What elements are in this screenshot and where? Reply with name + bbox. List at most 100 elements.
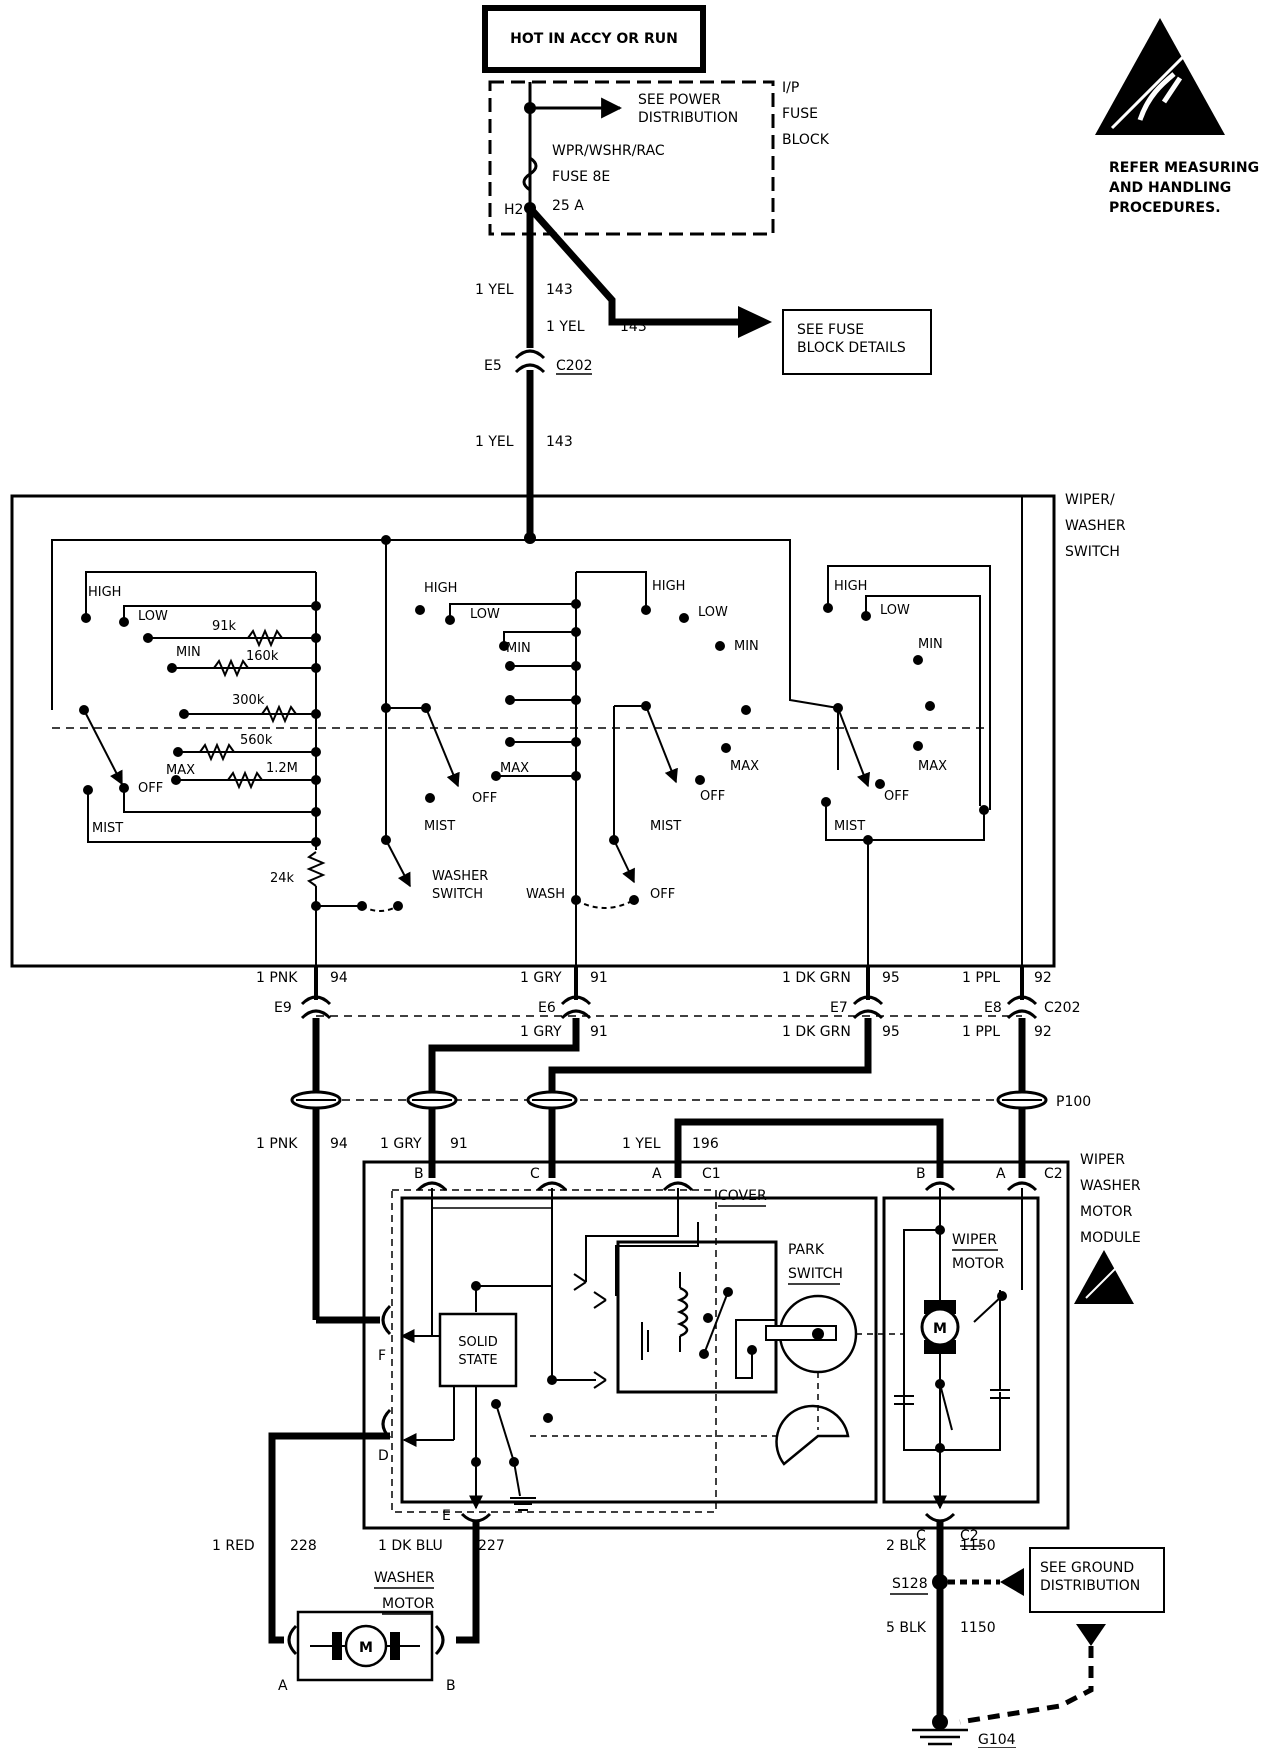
esd-warning: REFER MEASURING AND HANDLING PROCEDURES. [1095,18,1259,216]
feed-w1-color: 1 YEL [475,282,514,298]
see-fuse-line1: SEE FUSE [797,322,864,338]
wiper-motor-symbol: M [933,1321,947,1337]
feed-circuit: SEE FUSE BLOCK DETAILS 1 YEL 143 1 YEL 1… [475,205,932,538]
s2-min-label: MIN [506,641,531,656]
ground-w1-color: 2 BLK [886,1538,927,1554]
wire-92-color: 1 PPL [962,970,1000,986]
c202-pin-e6: E6 [538,1000,556,1016]
ground-w2-circuit: 1150 [960,1620,996,1636]
switch-name-3: SWITCH [1065,544,1120,560]
ground-w1-circuit: 1150 [960,1538,996,1554]
wire-92-circuit: 92 [1034,970,1052,986]
p100-pass-thru-grn [526,1090,578,1110]
washer-switch-label-1: WASHER [432,869,488,884]
see-ground-line1: SEE GROUND [1040,1560,1134,1576]
s1-off-label: OFF [138,781,163,796]
esd-note-line3: PROCEDURES. [1109,200,1221,216]
wiper-motor-line2: MOTOR [952,1256,1005,1272]
s3-low-label: LOW [698,605,728,620]
relay-coil [676,1286,689,1338]
r24-label: 24k [270,871,295,886]
s1-max-label: MAX [166,763,195,778]
p100-gry-color: 1 GRY [380,1136,422,1152]
module-esd-icon [1074,1250,1134,1304]
p100-gry-circuit: 91 [450,1136,468,1152]
wire-94-color: 1 PNK [256,970,298,986]
p100-pass-thru-pnk [290,1090,342,1110]
switch-section-1: HIGH LOW 91k MIN 160k 300k 560k MAX 1.2M… [79,571,362,986]
resistor-560k [199,742,235,762]
fuse-name-line1: WPR/WSHR/RAC [552,143,665,159]
c1-pin-a [662,1181,694,1192]
wire-91-color-lower: 1 GRY [520,1024,562,1040]
see-ground-line2: DISTRIBUTION [1040,1578,1140,1594]
module-name-2: WASHER [1080,1178,1141,1194]
washer-motor-box: M [287,1610,445,1682]
fuse-block: SEE POWER DISTRIBUTION WPR/WSHR/RAC FUSE… [488,80,830,236]
resistor-300k [261,704,297,724]
pin-f-connector [381,1304,392,1336]
r300-label: 300k [232,693,265,708]
fuse-block-name-2: FUSE [782,106,818,122]
c202-name-top: C202 [556,358,593,374]
esd-warning-icon [1095,18,1225,135]
feed-w3-color: 1 YEL [475,434,514,450]
s1-min-label: MIN [176,645,201,660]
see-power-line1: SEE POWER [638,92,721,108]
wire-92-circuit-lower: 92 [1034,1024,1052,1040]
ground-circuit: 2 BLK 1150 S128 SEE GROUND DISTRIBUTION … [886,1522,1165,1748]
feed-w2-color: 1 YEL [546,319,585,335]
c202-e8 [1006,995,1038,1020]
fuse-block-name-3: BLOCK [782,132,830,148]
switch-section-2: HIGH LOW MIN MAX OFF MIST WASHER SWITCH [357,571,647,986]
pin-d-label: D [378,1448,389,1464]
see-fuse-arrow [738,306,772,338]
ground-g104: G104 [978,1732,1016,1748]
c202-e7 [852,995,884,1020]
pin-c2-label: C [916,1528,926,1544]
c202-connector-row: 1 PNK 94 1 GRY 91 1 DK GRN 95 1 PPL 92 E… [256,966,1081,1040]
p100-yel-circuit: 196 [692,1136,719,1152]
wire-95-circuit-lower: 95 [882,1024,900,1040]
c2-pin-a [1006,1181,1038,1192]
s4-low-label: LOW [880,603,910,618]
wire-95-color: 1 DK GRN [782,970,851,986]
c1-pin-c [536,1181,568,1192]
wire-92-color-lower: 1 PPL [962,1024,1000,1040]
pin-b2-label: B [916,1166,926,1182]
chassis-ground-icon [1076,1624,1106,1646]
park-switch-line1: PARK [788,1242,825,1258]
fuse-symbol [522,156,538,192]
s4-min-label: MIN [918,637,943,652]
s2-mist-label: MIST [424,819,455,834]
s3-high-label: HIGH [652,579,685,594]
r12-label: 1.2M [266,761,298,776]
resistor-91k [247,628,283,648]
r91-label: 91k [212,619,237,634]
c2-bottom-label: C2 [960,1528,979,1544]
see-power-line2: DISTRIBUTION [638,110,738,126]
washer-switch-label-2: SWITCH [432,887,483,902]
red-wire-circuit: 228 [290,1538,317,1554]
s2-low-label: LOW [470,607,500,622]
s4-off-label: OFF [884,789,909,804]
splice-s128 [932,1574,948,1590]
pin-c-label: C [530,1166,540,1182]
s4-max-label: MAX [918,759,947,774]
fuse-block-name-1: I/P [782,80,799,96]
feed-w1-circuit: 143 [546,282,573,298]
pin-a2-label: A [996,1166,1006,1182]
see-ground-arrow [1000,1568,1024,1596]
hot-in-accy-box: HOT IN ACCY OR RUN [482,5,706,73]
park-cam-segment [775,1404,850,1466]
esd-note-line2: AND HANDLING [1109,180,1231,196]
wiper-motor-icon [920,1307,960,1347]
park-switch-line2: SWITCH [788,1266,843,1282]
switch-section-4: HIGH LOW MIN MAX OFF MIST [821,496,1023,986]
module-name-4: MODULE [1080,1230,1141,1246]
splice-label: S128 [892,1576,928,1592]
fuse-name-line2: FUSE 8E [552,169,610,185]
blu-wire-color: 1 DK BLU [378,1538,443,1554]
p100-name: P100 [1056,1094,1091,1110]
